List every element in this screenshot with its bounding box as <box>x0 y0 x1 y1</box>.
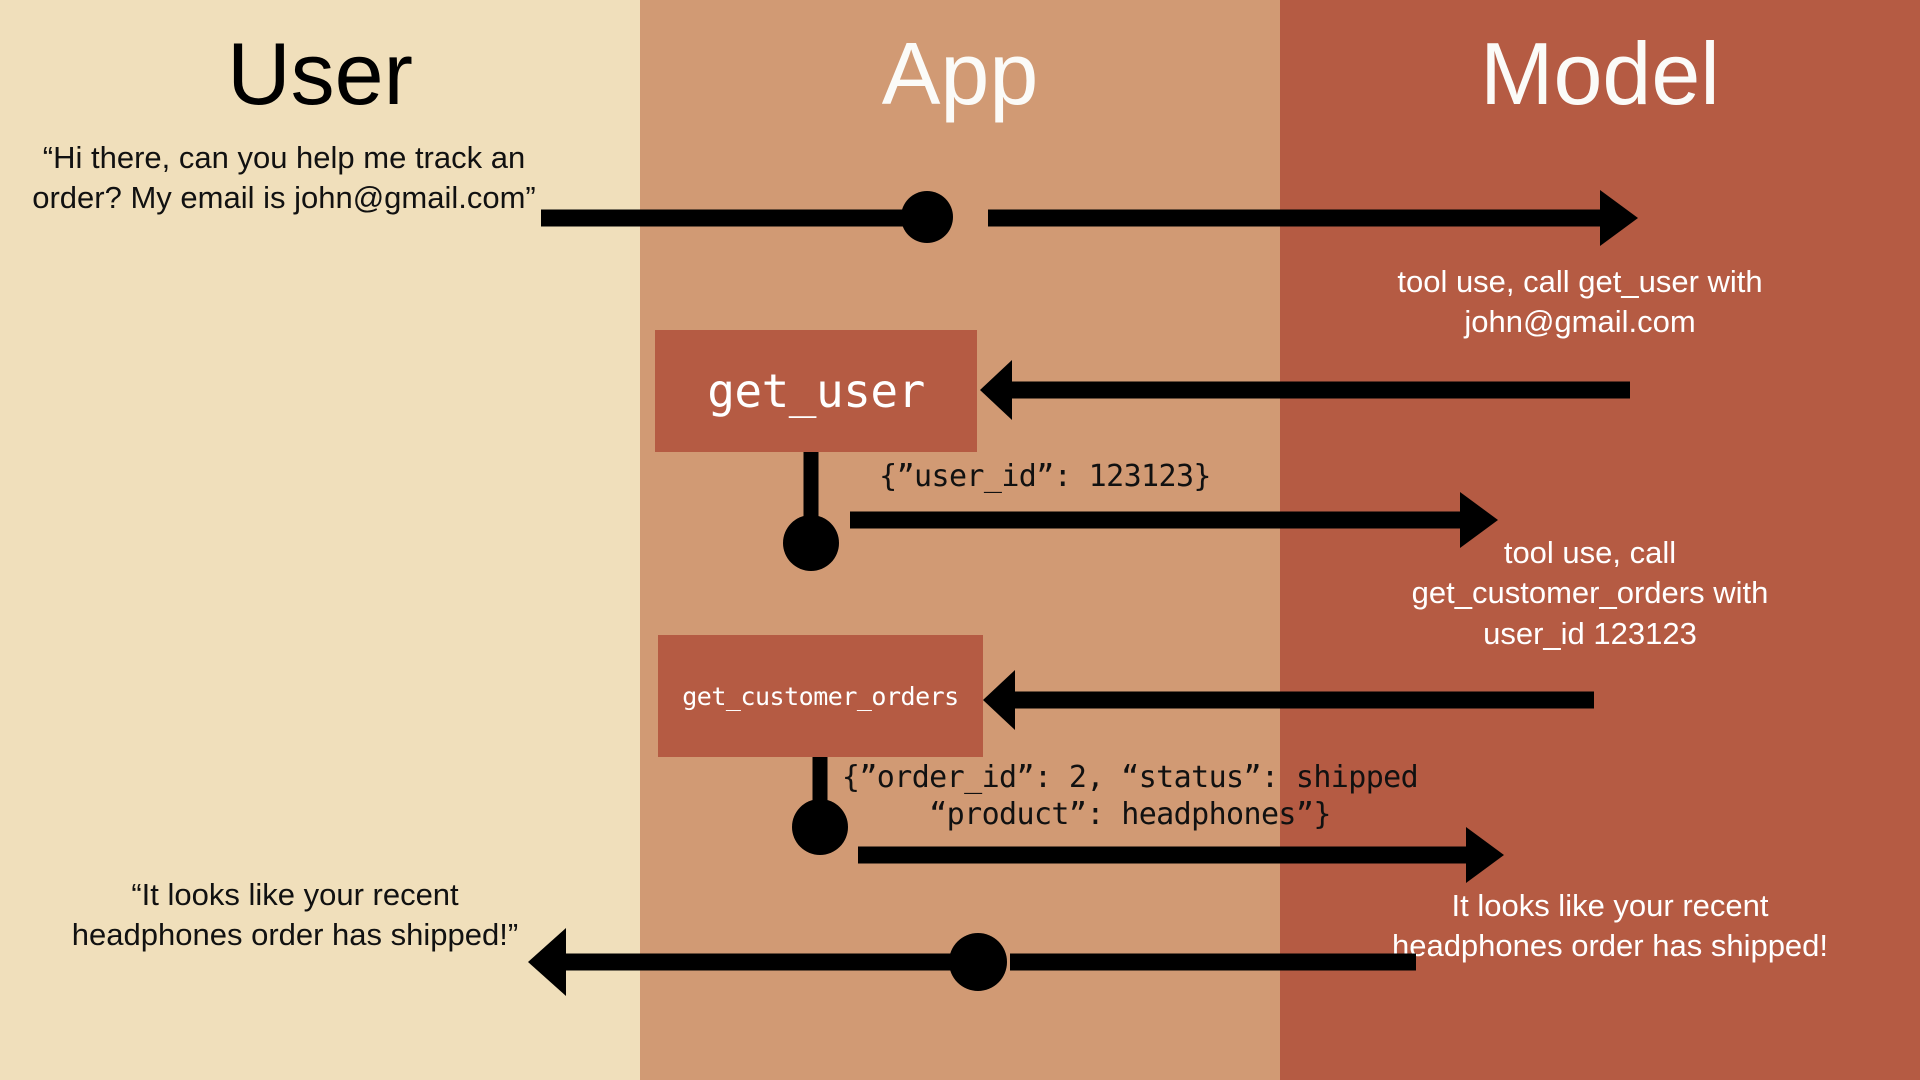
message-model-tool-call-1: tool use, call get_user with john@gmail.… <box>1397 264 1763 340</box>
message-model-final: It looks like your recent headphones ord… <box>1391 888 1829 964</box>
tool-box-get-user[interactable]: get_user <box>655 330 977 452</box>
label-tool-result-2: {”order_id”: 2, “status”: shipped “produ… <box>830 760 1430 833</box>
message-model-tool-call-2: tool use, call get_customer_orders with … <box>1411 535 1769 651</box>
message-user-final: “It looks like your recent headphones or… <box>71 877 519 953</box>
lane-model <box>1280 0 1920 1080</box>
label-tool-result-1: {”user_id”: 123123} <box>879 459 1211 494</box>
lane-title-model: Model <box>1480 24 1720 123</box>
lane-title-app: App <box>881 24 1039 123</box>
label-tool-result-2-line2: “product”: headphones”} <box>929 796 1331 832</box>
tool-box-get-customer-orders[interactable]: get_customer_orders <box>658 635 983 757</box>
tool-box-get-user-label: get_user <box>707 364 925 418</box>
tool-box-get-customer-orders-label: get_customer_orders <box>682 681 959 711</box>
label-tool-result-2-line1: {”order_id”: 2, “status”: shipped <box>841 760 1419 795</box>
lane-app <box>640 0 1280 1080</box>
message-user-request: “Hi there, can you help me track an orde… <box>32 140 536 216</box>
lane-user <box>0 0 640 1080</box>
lane-title-user: User <box>227 24 413 123</box>
